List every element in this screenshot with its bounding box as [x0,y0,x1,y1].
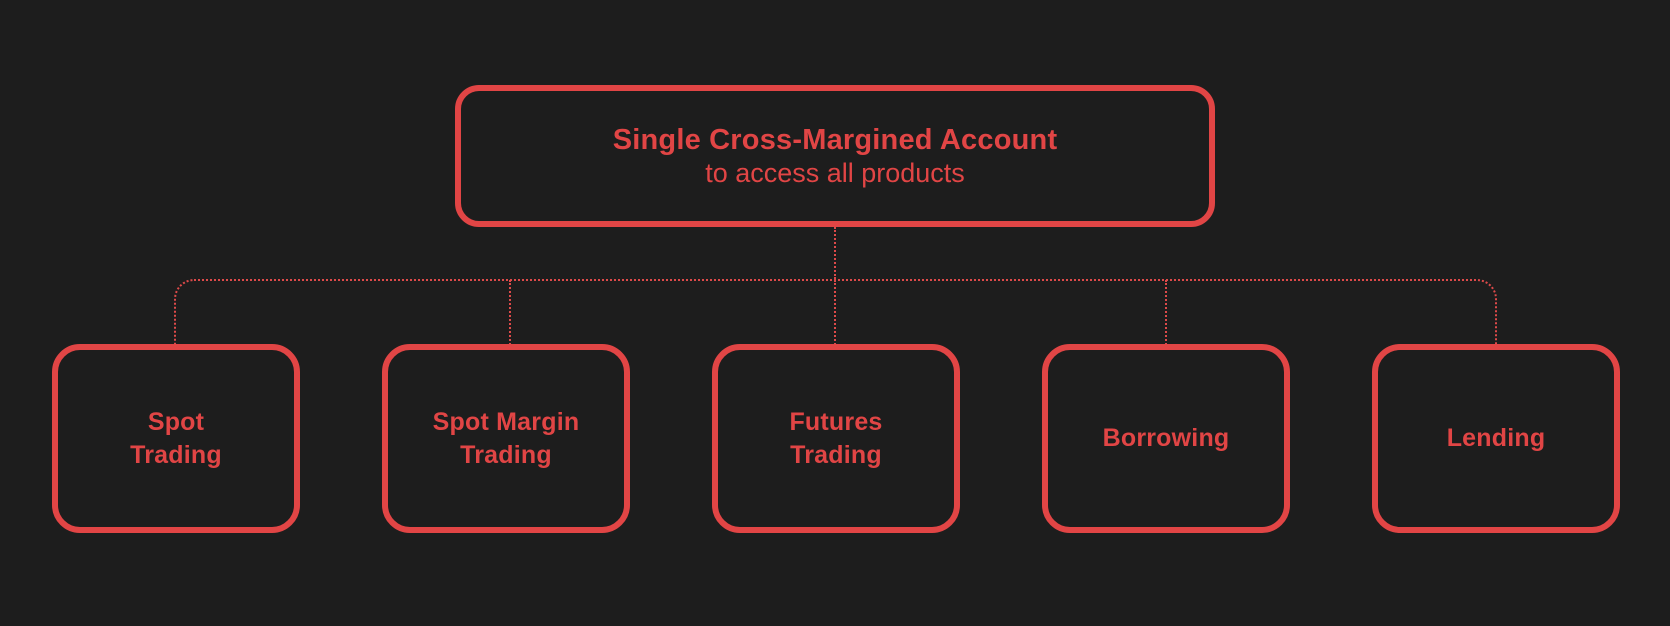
root-node-subtitle: to access all products [705,157,965,188]
child-node-label: Lending [1446,424,1546,452]
child-node-borrowing: Borrowing [1042,344,1290,533]
root-node-title: Single Cross-Margined Account [612,123,1058,156]
connector-stub-futures [834,280,836,345]
connector-stub-borrowing [1165,280,1167,345]
child-node-spot-trading: Spot Trading [52,344,300,533]
child-node-label: Borrowing [1102,424,1230,452]
connector-trunk-line [834,227,836,279]
child-node-label: Spot Trading [130,407,222,469]
root-node-single-cross-margined-account: Single Cross-Margined Account to access … [455,85,1215,227]
child-node-label: Futures Trading [789,407,883,469]
child-node-label: Spot Margin Trading [432,407,580,469]
connector-stub-spot-margin [509,280,511,345]
child-node-spot-margin-trading: Spot Margin Trading [382,344,630,533]
child-node-futures-trading: Futures Trading [712,344,960,533]
child-node-lending: Lending [1372,344,1620,533]
